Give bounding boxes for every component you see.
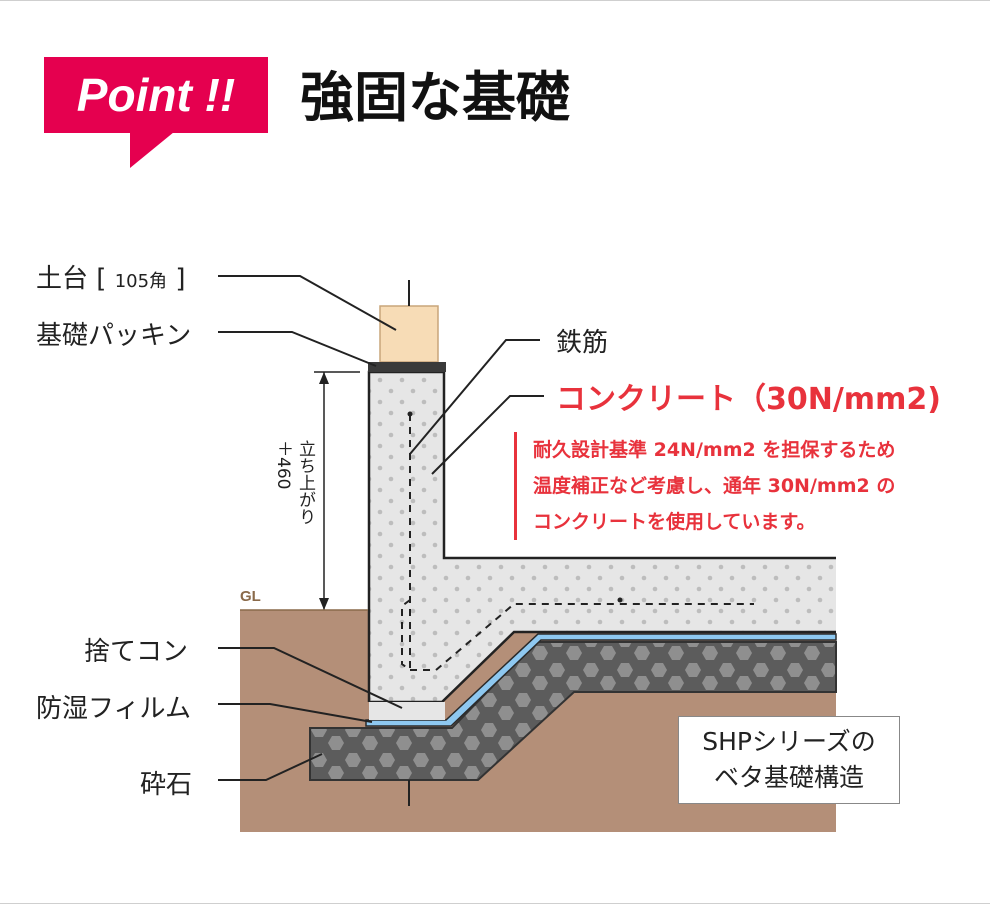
note-line-2: 温度補正など考慮し、通年 30N/mm2 の [533, 475, 896, 497]
label-rebar: 鉄筋 [556, 328, 609, 358]
rebar-hook [401, 599, 754, 671]
rise-label: 立ち上がり ＋460 [272, 440, 316, 525]
leader-packing [218, 331, 377, 367]
point-badge-tail [130, 132, 174, 168]
concrete-note: 耐久設計基準 24N/mm2 を担保するため 温度補正など考慮し、通年 30N/… [514, 432, 990, 540]
leader-dodai [218, 275, 397, 331]
label-packing: 基礎パッキン [36, 321, 192, 351]
gravel-layer [309, 641, 837, 781]
rise-label-text: 立ち上がり [295, 440, 315, 525]
label-film: 防湿フィルム [36, 694, 191, 724]
packing [368, 362, 446, 372]
leader-film [218, 703, 373, 723]
label-gl: GL [240, 588, 261, 605]
label-dodai-size: [ 105角 ] [96, 264, 186, 294]
concrete-body [369, 372, 836, 702]
point-badge: Point !! [44, 57, 268, 133]
top-divider [0, 0, 990, 1]
leader-concrete [431, 395, 544, 475]
rise-label-value: ＋460 [273, 440, 293, 490]
label-concrete: コンクリート（30N/mm2) [556, 382, 941, 417]
caption-box: SHPシリーズの ベタ基礎構造 [678, 716, 900, 804]
label-gravel: 砕石 [140, 770, 193, 800]
moisture-film [365, 633, 837, 727]
wood-sill [379, 305, 439, 363]
rebar-end-dot [407, 411, 413, 417]
point-badge-text: Point !! [76, 69, 236, 121]
leader-gravel [218, 753, 323, 781]
sutecon-strip [369, 702, 445, 720]
note-line-3: コンクリートを使用しています。 [533, 511, 816, 533]
leader-sutecon [218, 647, 403, 709]
label-sutecon: 捨てコン [84, 637, 189, 667]
leader-rebar [409, 339, 540, 455]
caption-line-1: SHPシリーズの [702, 727, 876, 756]
note-line-1: 耐久設計基準 24N/mm2 を担保するため [533, 439, 896, 461]
label-dodai-text: 土台 [36, 264, 89, 294]
rise-arrow-top [319, 372, 329, 384]
label-dodai-size-text: 105角 [114, 271, 168, 292]
caption-line-2: ベタ基礎構造 [713, 763, 864, 792]
rebar-end-dot-2 [617, 597, 623, 603]
rise-arrow-bottom [319, 598, 329, 610]
page-title: 強固な基礎 [300, 65, 570, 129]
label-dodai: 土台 [ 105角 ] [36, 258, 185, 295]
bottom-divider [0, 903, 990, 904]
